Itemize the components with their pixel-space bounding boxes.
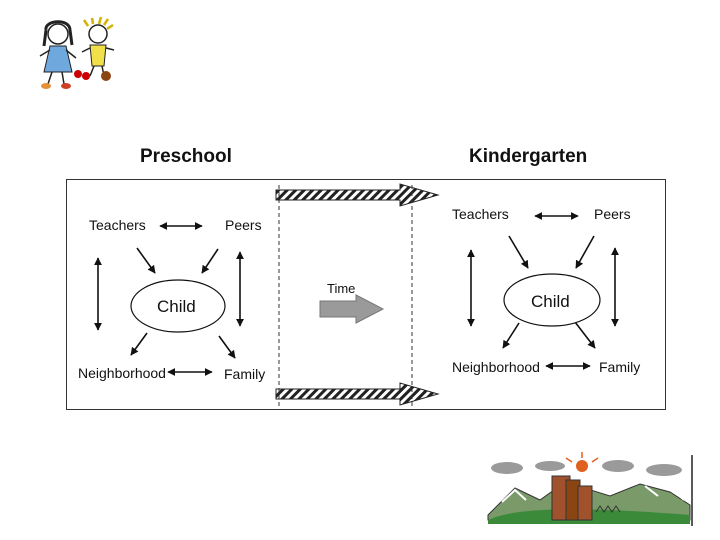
kindergarten-child-oval xyxy=(503,273,601,327)
diagram-frame xyxy=(66,179,666,410)
time-label: Time xyxy=(327,281,356,296)
preschool-neighborhood-label: Neighborhood xyxy=(78,365,166,381)
kindergarten-neighborhood-label: Neighborhood xyxy=(452,359,540,375)
preschool-child-oval xyxy=(130,279,226,333)
kindergarten-child-neighborhood-arrow xyxy=(502,322,520,349)
time-arrow xyxy=(319,294,385,324)
top-striped-arrow xyxy=(275,183,440,207)
bottom-striped-arrow xyxy=(275,382,440,406)
kindergarten-teachers-label: Teachers xyxy=(452,206,509,222)
preschool-family-label: Family xyxy=(224,366,266,382)
children-drawing xyxy=(39,16,115,89)
castle-landscape-drawing xyxy=(487,452,693,526)
kindergarten-peers-child-arrow xyxy=(575,235,595,269)
preschool-child-family-arrow xyxy=(218,335,236,359)
preschool-teachers-label: Teachers xyxy=(89,217,146,233)
preschool-child-neighborhood-arrow xyxy=(130,332,148,356)
preschool-child-label: Child xyxy=(157,297,196,316)
preschool-peers-label: Peers xyxy=(225,217,262,233)
kindergarten-child-label: Child xyxy=(531,292,570,311)
preschool-heading: Preschool xyxy=(140,146,232,167)
preschool-peers-child-arrow xyxy=(201,248,219,274)
preschool-teachers-child-arrow xyxy=(136,247,156,274)
kindergarten-teachers-child-arrow xyxy=(508,235,529,269)
kindergarten-family-label: Family xyxy=(599,359,641,375)
kindergarten-peers-label: Peers xyxy=(594,206,631,222)
kindergarten-child-family-arrow xyxy=(574,321,596,349)
kindergarten-heading: Kindergarten xyxy=(469,146,588,167)
